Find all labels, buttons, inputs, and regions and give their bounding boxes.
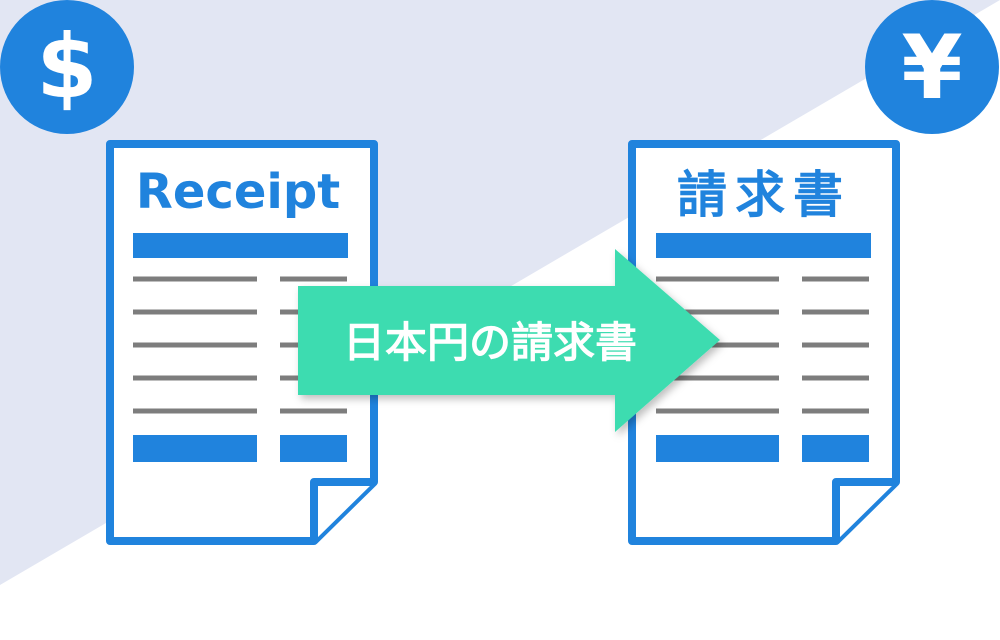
arrow-right-icon [298,249,720,432]
dollar-coin: $ [0,0,134,134]
total-bar-right [280,435,347,462]
dollar-symbol: $ [36,15,97,118]
total-bar-right [802,435,869,462]
invoice-document: 請求書 [628,140,900,545]
yen-icon [865,0,999,134]
header-bar [656,233,871,258]
conversion-arrow: 日本円の請求書 [298,249,720,432]
arrow-label: 日本円の請求書 [343,318,637,367]
receipt-document: Receipt [106,140,378,545]
yen-symbol: ¥ [901,16,962,119]
folded-corner [310,478,374,541]
invoice-title: 請求書 [677,166,851,224]
yen-coin: ¥ [865,0,999,134]
folded-corner [832,478,896,541]
total-bar-left [133,435,257,462]
header-bar [133,233,348,258]
receipt-title: Receipt [136,164,340,220]
total-bar-left [656,435,779,462]
dollar-icon [0,0,134,134]
